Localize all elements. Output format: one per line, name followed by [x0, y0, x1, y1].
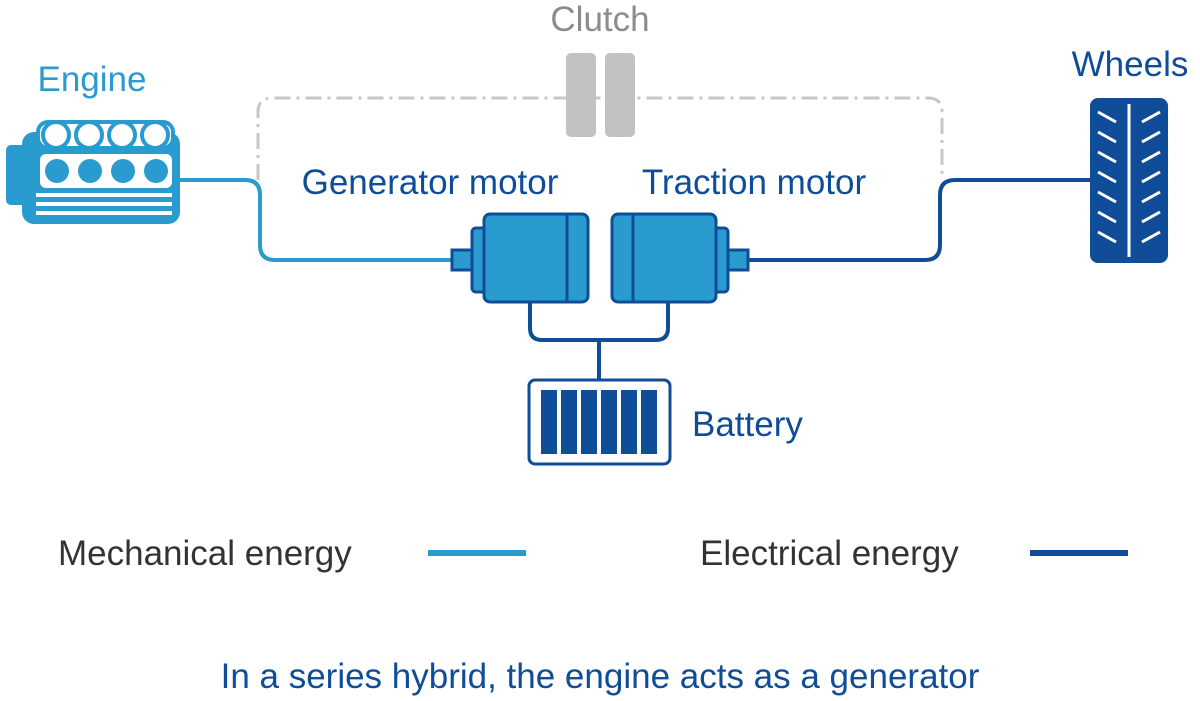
traction-motor-icon: [610, 212, 750, 304]
battery-icon: [527, 378, 672, 466]
clutch-icon: [566, 53, 635, 137]
legend-mechanical-label: Mechanical energy: [58, 534, 352, 573]
electrical-energy-line-wheels: [745, 178, 1090, 262]
legend-electrical-label: Electrical energy: [700, 534, 959, 573]
wheels-label: Wheels: [1072, 45, 1189, 84]
electrical-energy-line-battery: [528, 300, 670, 380]
wheel-tire-icon: [1090, 98, 1168, 263]
clutch-path: [256, 96, 944, 180]
battery-label: Battery: [692, 405, 803, 444]
traction-motor-label: Traction motor: [642, 163, 867, 202]
generator-motor-icon: [450, 212, 590, 304]
mechanical-energy-line: [180, 178, 455, 262]
caption: In a series hybrid, the engine acts as a…: [221, 657, 980, 696]
clutch-label: Clutch: [550, 0, 649, 39]
generator-motor-label: Generator motor: [302, 163, 559, 202]
engine-icon: [6, 120, 180, 224]
engine-label: Engine: [38, 60, 147, 99]
